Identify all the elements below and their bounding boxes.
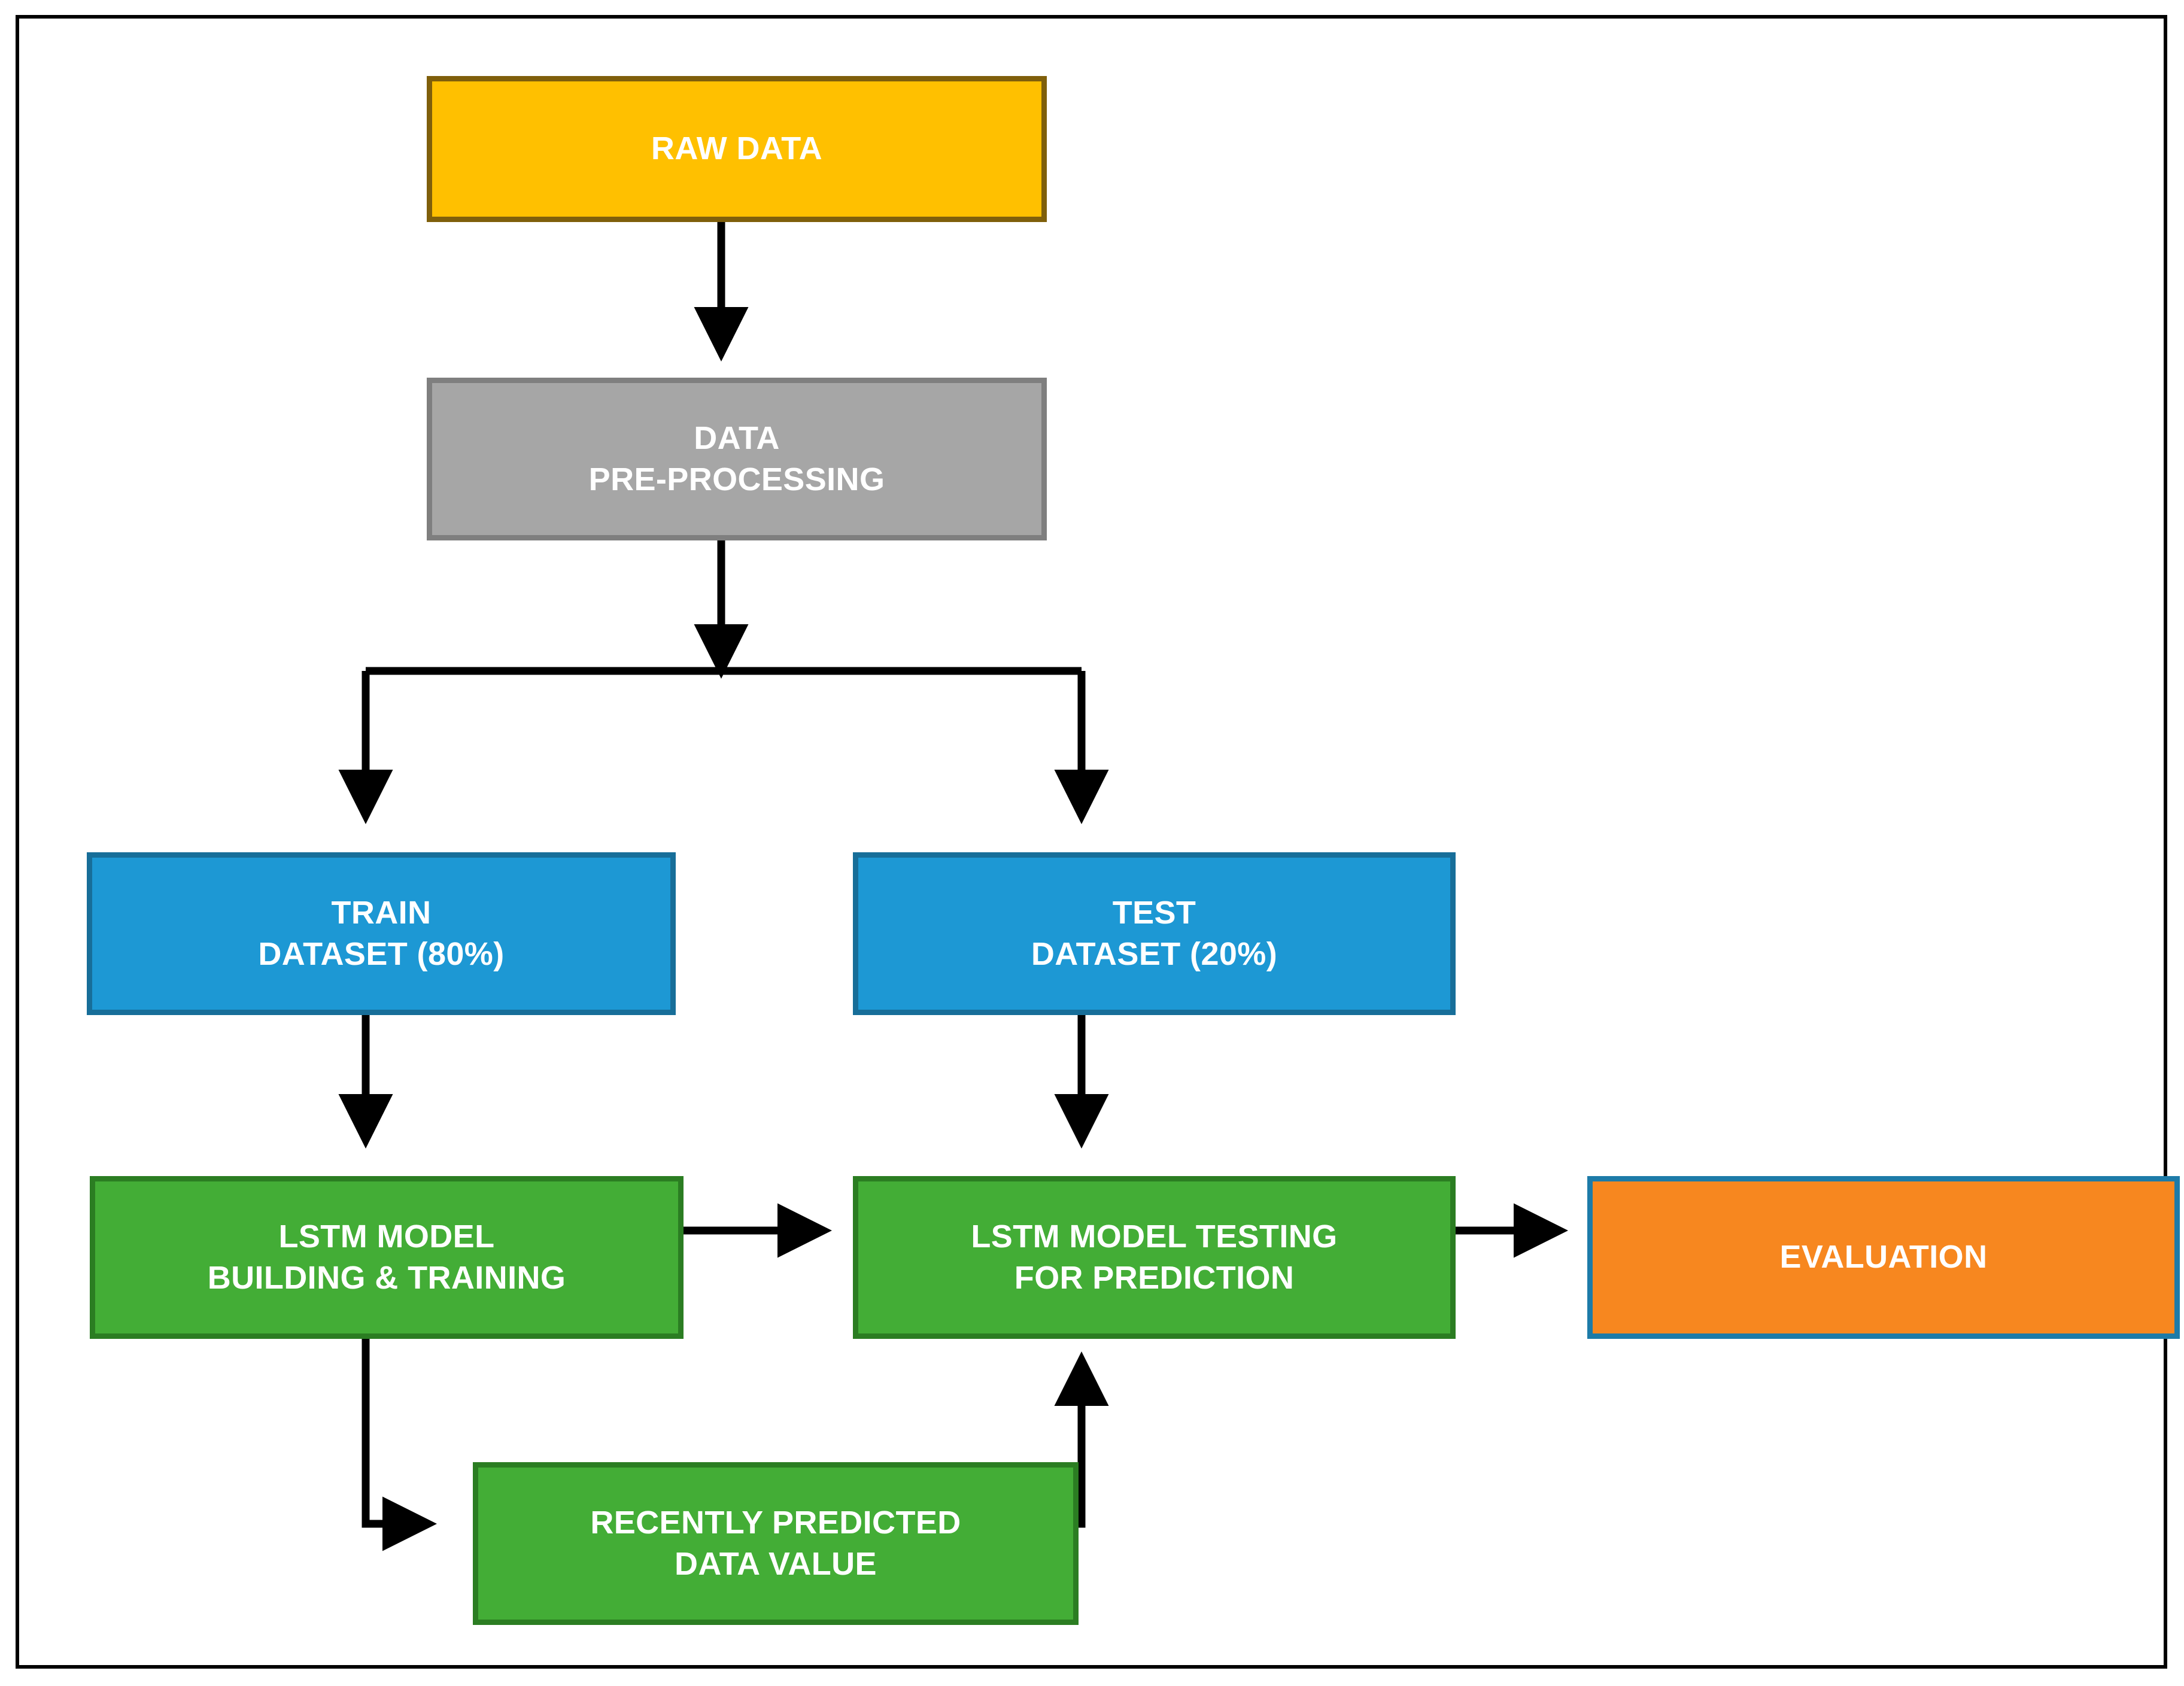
- node-evaluation[interactable]: EVALUATION: [1587, 1176, 2180, 1339]
- node-data-preprocessing[interactable]: DATA PRE-PROCESSING: [427, 378, 1047, 540]
- node-raw-data[interactable]: RAW DATA: [427, 76, 1047, 222]
- node-lstm-model-testing[interactable]: LSTM MODEL TESTING FOR PREDICTION: [853, 1176, 1456, 1339]
- diagram-frame: RAW DATA DATA PRE-PROCESSING TRAIN DATAS…: [16, 15, 2180, 1669]
- connector-layer: [19, 19, 2171, 1672]
- node-lstm-model-training[interactable]: LSTM MODEL BUILDING & TRAINING: [90, 1176, 684, 1339]
- edge-preprocessing-split-bus: [366, 525, 1082, 679]
- edge-lstm-training-to-recent-prediction: [362, 1324, 437, 1551]
- node-train-dataset[interactable]: TRAIN DATASET (80%): [87, 852, 676, 1015]
- node-recently-predicted-data-value[interactable]: RECENTLY PREDICTED DATA VALUE: [473, 1462, 1079, 1625]
- node-test-dataset[interactable]: TEST DATASET (20%): [853, 852, 1456, 1015]
